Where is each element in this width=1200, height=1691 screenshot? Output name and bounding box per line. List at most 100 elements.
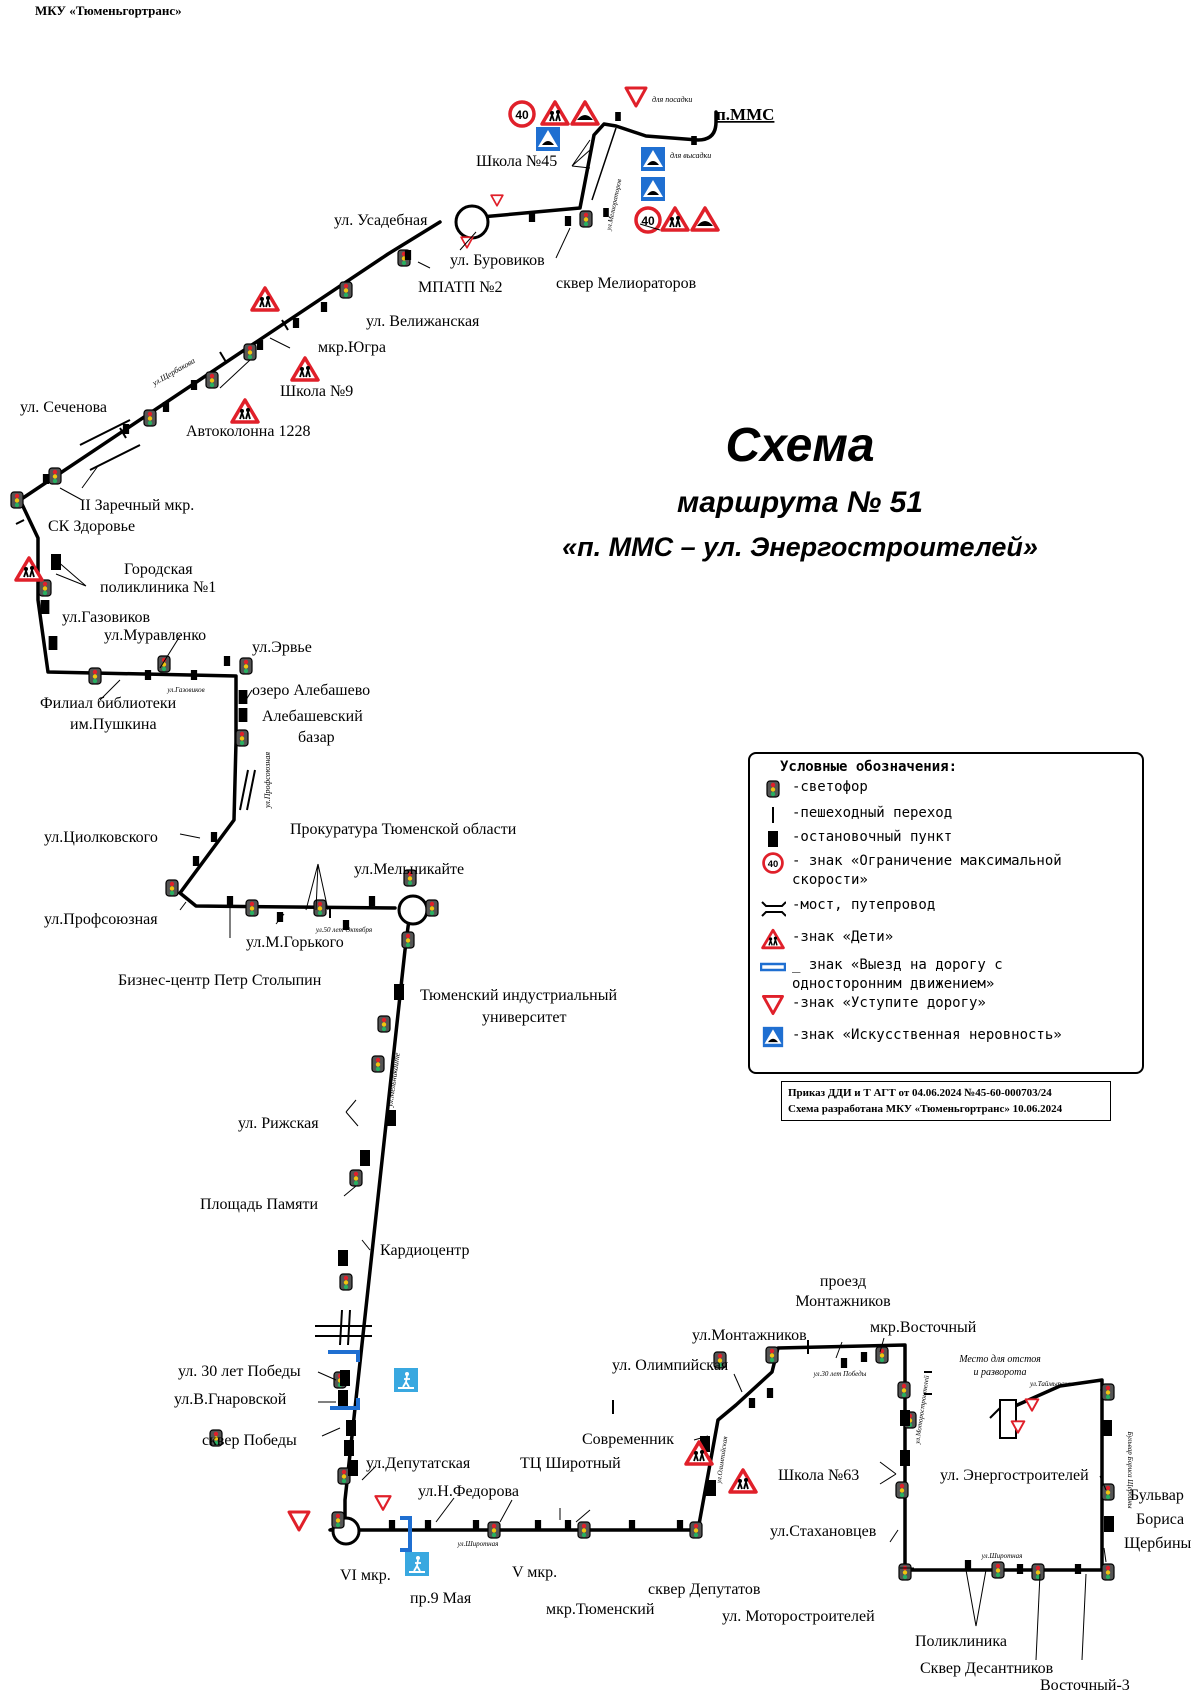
legend-title: Условные обозначения: xyxy=(780,759,958,775)
scheme-title: Схема xyxy=(725,419,875,472)
map-label: Современник xyxy=(582,1431,674,1448)
map-label: ул.30 лет Победы xyxy=(813,1370,867,1378)
traffic-light-icon xyxy=(898,1563,912,1581)
yield-sign-icon xyxy=(287,1510,311,1532)
traffic-light-icon xyxy=(577,1521,591,1539)
callout-line xyxy=(835,1341,843,1359)
map-label: Тюменский индустриальный xyxy=(420,987,617,1004)
bus-stop-icon xyxy=(190,670,198,680)
legend-item-label: -пешеходный переход xyxy=(792,805,953,821)
traffic-light-icon xyxy=(875,1346,889,1364)
bus-stop-icon xyxy=(615,112,621,121)
map-label: ул.Газовиков xyxy=(62,609,151,626)
bus-stop-icon xyxy=(42,474,50,484)
callout-line xyxy=(59,487,83,501)
map-label: ул.Стахановцев xyxy=(770,1523,877,1540)
children-sign-icon xyxy=(230,398,260,424)
legend-item: -знак «Искусственная неровность» xyxy=(760,1026,1062,1048)
legend-item-label: _ знак «Выезд на дорогу с односторонним … xyxy=(792,957,1003,992)
map-label: Поликлиника xyxy=(915,1633,1007,1650)
map-label: Школа №9 xyxy=(280,383,353,400)
legend-item: _ знак «Выезд на дорогу с односторонним … xyxy=(760,956,1003,994)
map-label: Автоколонна 1228 xyxy=(186,423,310,440)
crosswalk-icon xyxy=(772,807,774,823)
bus-stop-icon xyxy=(424,1520,432,1530)
traffic-light-icon xyxy=(339,281,353,299)
callout-line xyxy=(345,1099,359,1127)
traffic-light-icon xyxy=(143,409,157,427)
yield-sign-icon xyxy=(761,994,785,1016)
map-label: ул.Олимпийская xyxy=(715,1436,730,1485)
bus-stop-icon xyxy=(748,1398,756,1408)
bus-stop-icon xyxy=(472,1520,480,1530)
callout-line xyxy=(395,983,405,997)
map-label: Школа №45 xyxy=(476,153,557,170)
map-label: ул.50 лет Октября xyxy=(315,926,372,934)
bus-stop-icon xyxy=(564,216,572,226)
bus-stop-icon xyxy=(190,380,198,390)
map-label: ул. Энергостроителей xyxy=(940,1467,1089,1484)
map-label: Городская xyxy=(124,561,193,578)
traffic-light-icon xyxy=(243,343,257,361)
yield-sign-icon xyxy=(374,1494,392,1512)
callout-line xyxy=(219,359,251,389)
traffic-light-icon xyxy=(766,780,780,798)
bus-stop-icon xyxy=(340,1370,350,1386)
route-endpoints: «п. ММС – ул. Энергостроителей» xyxy=(562,532,1038,562)
bus-stop-icon xyxy=(192,856,200,866)
bus-stop-icon xyxy=(388,1520,396,1530)
order-line-2: Схема разработана МКУ «Тюменьгортранс» 1… xyxy=(788,1103,1063,1115)
traffic-light-icon xyxy=(991,1561,1005,1579)
map-label: Место для отстоя xyxy=(958,1354,1041,1365)
legend-item-label: -светофор xyxy=(792,779,868,795)
map-label: п.ММС xyxy=(716,105,774,124)
traffic-light-icon xyxy=(1101,1563,1115,1581)
traffic-light-icon xyxy=(371,1055,385,1073)
bus-stop-icon xyxy=(840,1358,848,1368)
legend-item: - знак «Ограничение максимальной скорост… xyxy=(760,852,1062,890)
map-label: Прокуратура Тюменской области xyxy=(290,821,517,838)
map-label: ул.М.Горького xyxy=(246,934,344,951)
children-sign-icon xyxy=(290,356,320,382)
traffic-light-icon xyxy=(38,579,52,597)
bus-stop-icon xyxy=(40,600,50,614)
callout-line xyxy=(179,833,201,839)
map-label: ТЦ Широтный xyxy=(520,1455,621,1472)
map-label: ул. Рижская xyxy=(238,1115,319,1132)
map-label: мкр.Восточный xyxy=(870,1319,977,1336)
map-label: для высадки xyxy=(670,151,711,160)
roundabout-usadebnaya xyxy=(454,204,490,240)
yield-sign-icon xyxy=(490,194,504,207)
map-label: Бизнес-центр Петр Столыпин xyxy=(118,972,322,989)
callout-line xyxy=(1081,1573,1087,1661)
traffic-light-icon xyxy=(165,879,179,897)
traffic-light-icon xyxy=(377,1015,391,1033)
map-label: ул. Буровиков xyxy=(450,252,545,269)
legend-item: -знак «Дети» xyxy=(760,928,893,950)
yield-sign-icon xyxy=(624,86,648,108)
map-label: ул.Профсоюзная xyxy=(263,752,272,809)
callout-line xyxy=(55,559,87,587)
map-label: ул.В.Гнаровской xyxy=(174,1391,287,1408)
children-sign-icon xyxy=(761,928,785,950)
route-number: маршрута № 51 xyxy=(677,486,923,519)
map-label: ул.Мелиораторов xyxy=(605,178,624,232)
callout-line xyxy=(245,689,253,701)
bus-stop-icon xyxy=(338,1250,348,1266)
map-label: СК Здоровье xyxy=(48,518,135,535)
traffic-light-icon xyxy=(897,1381,911,1399)
callout-line xyxy=(361,1465,377,1481)
traffic-light-icon xyxy=(401,931,415,949)
traffic-light-icon xyxy=(425,899,439,917)
map-label: ул.Широтная xyxy=(457,1540,499,1548)
bus-stop-icon xyxy=(766,1388,774,1398)
bus-stop-icon xyxy=(48,636,58,650)
callout-line xyxy=(459,231,477,251)
callout-line xyxy=(179,901,187,911)
map-label: V мкр. xyxy=(512,1564,557,1581)
map-label: проезд xyxy=(820,1273,866,1290)
map-label: ул.Широтная xyxy=(981,1552,1023,1560)
callout-line xyxy=(639,223,661,231)
map-label: ул.Муравленко xyxy=(104,627,206,644)
